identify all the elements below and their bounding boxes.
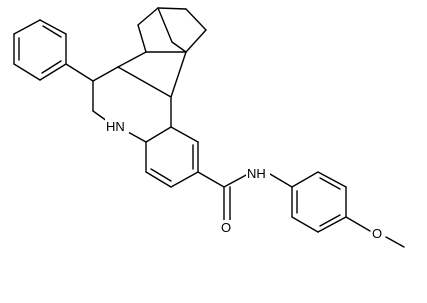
norbornane-bridge [117, 7, 207, 98]
methoxyphenyl-ring [291, 171, 405, 248]
phenyl-ring [13, 19, 67, 81]
carbonyl-oxygen-label: O [221, 220, 231, 235]
amide-nh-label: NH [247, 166, 266, 181]
amide-group [197, 171, 293, 221]
atom-labels: HN NH O O [105, 118, 385, 241]
amine-nh-label: HN [106, 119, 125, 134]
methoxy-oxygen-label: O [372, 226, 382, 241]
tetrahydroquinoline-core [65, 63, 172, 143]
fused-benzene-ring [145, 126, 199, 188]
